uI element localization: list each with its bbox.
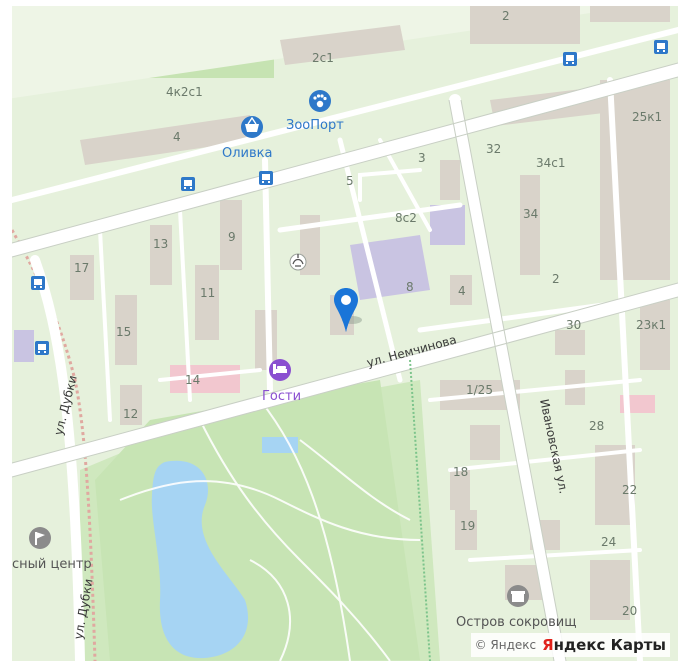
map-frame-top (0, 0, 678, 6)
house-label: 23к1 (636, 318, 666, 332)
house-label: 9 (228, 230, 236, 244)
copyright-text[interactable]: © Яндекс (474, 638, 537, 652)
poi-center[interactable]: сный центр (12, 527, 92, 572)
yandex-maps-logo[interactable]: Яндекс Карты (542, 636, 666, 654)
roads (5, 27, 678, 661)
poi-label-olivka: Оливка (222, 146, 272, 161)
house-label: 25к1 (632, 110, 662, 124)
bus-stop-icon[interactable] (35, 341, 49, 355)
flag-icon (29, 527, 51, 549)
house-label: 24 (601, 535, 616, 549)
school-annex (430, 205, 465, 245)
house-label: 4 (458, 284, 466, 298)
house-label: 2 (552, 272, 560, 286)
house-label: 30 (566, 318, 581, 332)
house-label: 28 (589, 419, 604, 433)
house-label: 32 (486, 142, 501, 156)
house-label: 19 (460, 519, 475, 533)
purple-building-left (14, 330, 34, 362)
house-label: 14 (185, 373, 200, 387)
logo-text: ндекс Карты (553, 636, 666, 654)
house-label: 2 (502, 9, 510, 23)
house-label: 13 (153, 237, 168, 251)
house-label: 5 (346, 174, 354, 188)
house-label: 3 (418, 151, 426, 165)
house-label: 18 (453, 465, 468, 479)
location-pin-icon[interactable] (334, 288, 362, 332)
poi-olivka[interactable]: Оливка (222, 116, 272, 161)
poi-label-ostrov: Остров сокровищ (456, 615, 576, 630)
house-label: 34с1 (536, 156, 566, 170)
monument-icon[interactable] (289, 253, 307, 271)
poi-label-gosti: Гости (262, 389, 301, 404)
house-label: 8 (406, 280, 414, 294)
house-label: 11 (200, 286, 215, 300)
house-label: 17 (74, 261, 89, 275)
house-label: 34 (523, 207, 538, 221)
house-label: 15 (116, 325, 131, 339)
house-label: 2с1 (312, 51, 334, 65)
logo-letter: Я (542, 636, 554, 654)
map-frame-left (0, 0, 12, 661)
bus-stop-icon[interactable] (31, 276, 45, 290)
pond (262, 437, 298, 453)
poi-label-center: сный центр (12, 557, 92, 572)
house-label: 8с2 (395, 211, 417, 225)
poi-gosti[interactable]: Гости (262, 359, 301, 404)
bus-stop-icon[interactable] (259, 171, 273, 185)
poi-zooport[interactable]: ЗооПорт (286, 90, 344, 133)
bus-stop-icon[interactable] (654, 40, 668, 54)
school-building (350, 235, 430, 300)
railway (10, 229, 97, 661)
lake (151, 460, 249, 659)
bus-stop-icon[interactable] (563, 52, 577, 66)
house-label: 4 (173, 130, 181, 144)
house-label: 20 (622, 604, 637, 618)
bus-stop-icon[interactable] (181, 177, 195, 191)
house-label: 22 (622, 483, 637, 497)
attribution[interactable]: © Яндекс Яндекс Карты (470, 633, 670, 657)
house-label: 12 (123, 407, 138, 421)
park-paths (119, 399, 421, 661)
poi-label-zooport: ЗооПорт (286, 118, 344, 133)
road-edges (11, 62, 678, 661)
poi-ostrov[interactable]: Остров сокровищ (456, 585, 576, 630)
house-label: 4к2с1 (166, 85, 203, 99)
house-label: 1/25 (466, 383, 493, 397)
